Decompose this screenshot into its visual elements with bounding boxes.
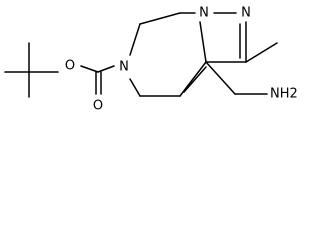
ring-n2-label: N	[241, 6, 251, 21]
amine-label: NH2	[270, 87, 298, 102]
bond-ch2-ch2-top	[139, 12, 181, 25]
carbonyl-oxygen-label: O	[93, 99, 103, 114]
ester-oxygen-label: O	[65, 59, 75, 74]
bond-n-to-ch2-top	[129, 23, 141, 56]
bond-fusion	[199, 21, 207, 63]
bond-methyl	[245, 42, 278, 63]
bond-oxygen-to-carbonyl	[80, 65, 99, 73]
ring-n1-label: N	[199, 6, 209, 21]
amide-nitrogen-label: N	[119, 60, 129, 75]
bond-fusion-to-c3	[179, 61, 207, 97]
bond-n-to-ch2-bottom	[129, 78, 141, 97]
bonds	[4, 12, 278, 98]
atom-labels: O O N N N NH2	[65, 6, 298, 114]
bond-c3-to-ch2	[205, 61, 236, 95]
bond-fusion-to-c3-inner	[183, 66, 207, 93]
bond-carbonyl-to-n	[97, 65, 115, 73]
molecule-structure: O O N N N NH2	[4, 6, 298, 114]
